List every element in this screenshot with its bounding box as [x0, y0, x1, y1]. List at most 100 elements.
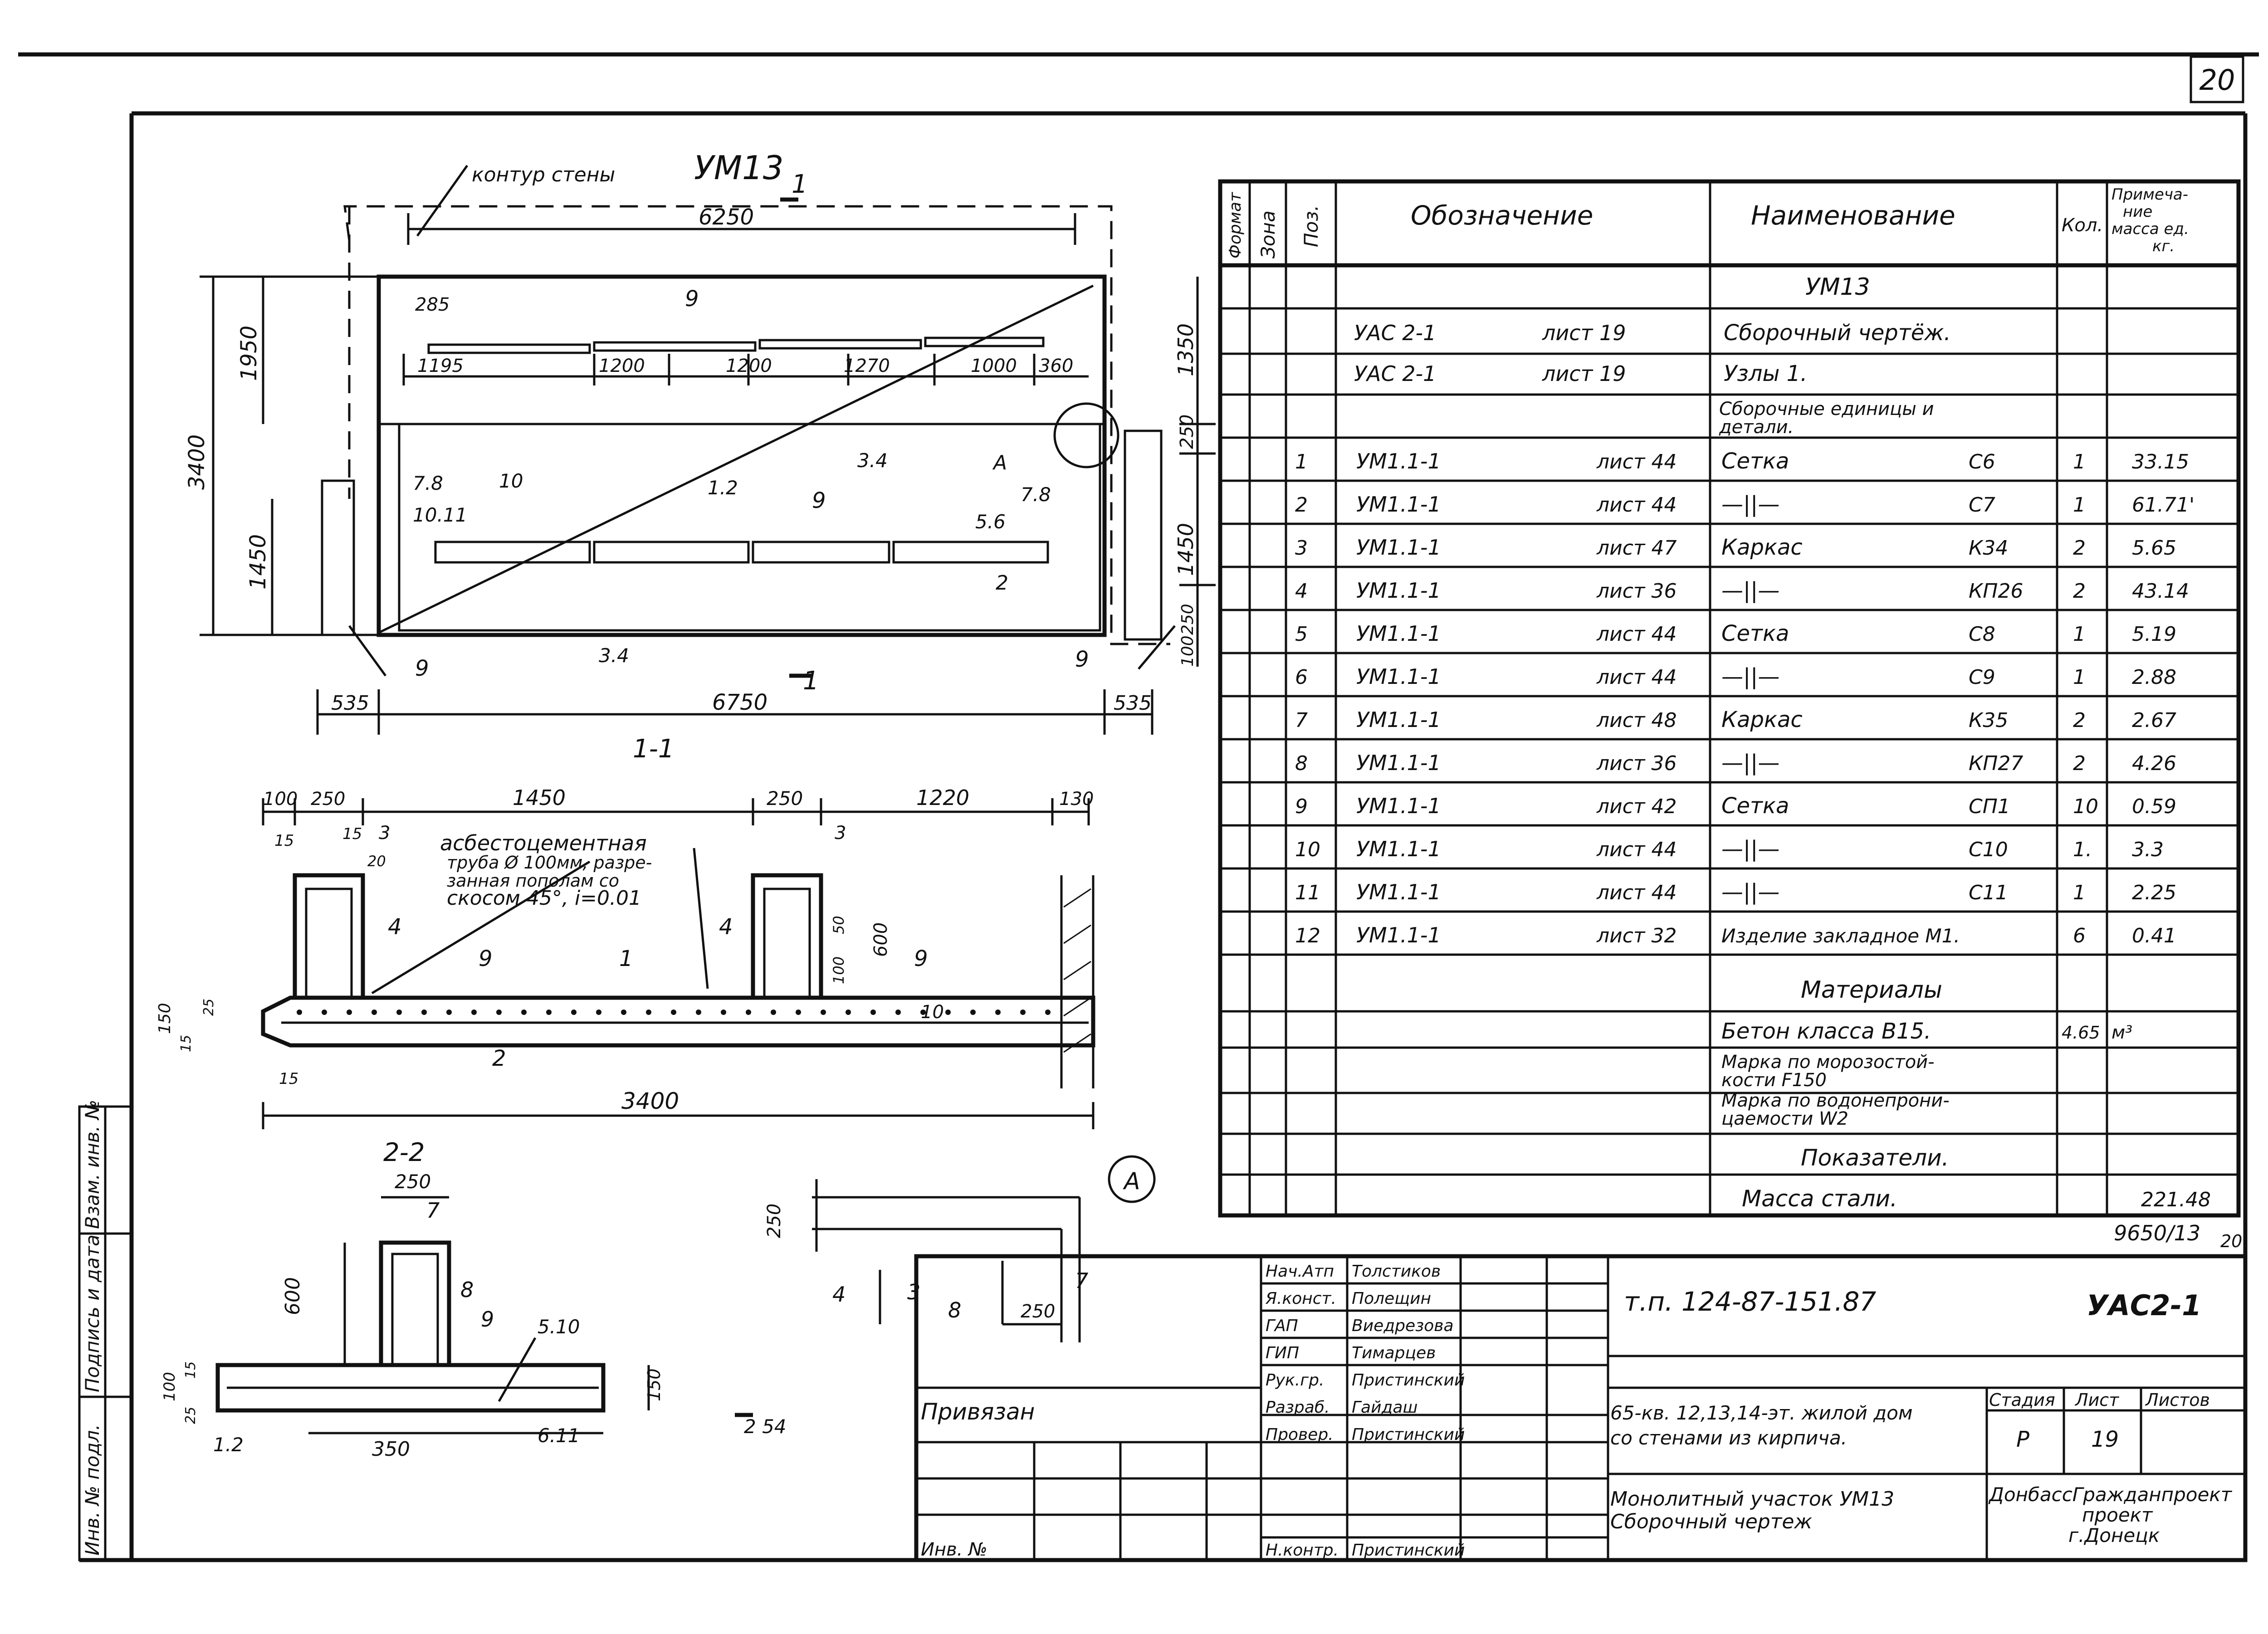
spec-table-grid — [1218, 179, 2241, 1218]
title-role: Я.конст. — [1265, 1289, 1336, 1308]
sec1-dim-1220: 1220 — [916, 785, 969, 810]
spec-row-mark: К34 — [1969, 537, 2008, 560]
sec1-label-9a: 9 — [479, 946, 493, 971]
frost-2: кости F150 — [1721, 1070, 1827, 1091]
plan-grid-5: 1000 — [971, 356, 1017, 376]
plan-label-78a: 7.8 — [413, 472, 443, 494]
spec-row-mass: 2.25 — [2132, 881, 2176, 904]
spec-row-designation: УМ1.1-1 — [1356, 621, 1441, 646]
sheets-label: Листов — [2145, 1390, 2210, 1410]
drawing-1: Монолитный участок УМ13 — [1610, 1488, 1894, 1511]
spec-row-sheet: лист 48 — [1596, 709, 1677, 732]
concrete-qty: 4.65 — [2062, 1023, 2100, 1043]
sec1-label-9b: 9 — [914, 946, 928, 971]
spec-row-mass: 0.59 — [2132, 795, 2176, 818]
rebar-dot — [796, 1010, 801, 1015]
water-1: Марка по водонепрони- — [1721, 1090, 1950, 1111]
spec-row-designation: УМ1.1-1 — [1356, 923, 1441, 947]
concrete-label: Бетон класса В15. — [1721, 1019, 1931, 1044]
plan-grid-1: 1195 — [417, 356, 464, 376]
section-1-1 — [261, 798, 1095, 1129]
spec-row-designation: УМ1.1-1 — [1356, 664, 1441, 689]
sec1-label-2: 2 — [492, 1046, 506, 1071]
rebar-dot — [895, 1010, 901, 1015]
plan-dim-left-total: 3400 — [184, 434, 210, 490]
spec-row-name: Изделие закладное М1. — [1721, 925, 1960, 947]
spec-row-pos: 1 — [1295, 450, 1308, 473]
title-name: Пристинский — [1352, 1371, 1465, 1390]
spec-row-name: Сетка — [1721, 793, 1789, 819]
spec-row-mark: С10 — [1969, 838, 2008, 861]
steel-mass-value: 221.48 — [2141, 1188, 2211, 1211]
sheet-number: 20 — [2200, 63, 2235, 97]
spec-row-qty: 10 — [2073, 795, 2098, 818]
building-2: со стенами из кирпича. — [1610, 1427, 1847, 1449]
spec-row-name: Сетка — [1721, 449, 1789, 474]
spec-row-qty: 1 — [2073, 666, 2086, 689]
plan-label-34b: 3.4 — [599, 644, 629, 667]
spec-row-sheet: лист 36 — [1596, 752, 1677, 775]
plan-title: УМ13 — [694, 149, 784, 187]
pipe-note-4: скосом 45°, i=0.01 — [447, 887, 641, 910]
spec-row-name: Каркас — [1721, 535, 1803, 560]
rebar-dot — [771, 1010, 776, 1015]
spec-row-mass: 43.14 — [2132, 580, 2189, 603]
norm-control-role: Н.контр. — [1266, 1541, 1339, 1560]
rebar-dot — [297, 1010, 302, 1015]
drawing-2: Сборочный чертеж — [1610, 1510, 1812, 1533]
spec-row-designation: УМ1.1-1 — [1356, 492, 1441, 517]
spec-row-mass: 61.71' — [2132, 493, 2195, 517]
spec-row-qty: 2 — [2073, 537, 2086, 560]
section-mark-bottom: 1 — [803, 666, 819, 696]
sec1-dim-15a: 15 — [274, 832, 294, 850]
water-2: цаемости W2 — [1721, 1108, 1848, 1129]
section-mark-top: 1 — [792, 170, 808, 199]
spec-row-mass: 3.3 — [2132, 838, 2164, 861]
steel-mass-label: Масса стали. — [1742, 1185, 1897, 1212]
side-inv-sub-label: Инв. № подл. — [81, 1424, 103, 1556]
spec-row-qty: 1 — [2073, 493, 2086, 517]
spec-row-pos: 8 — [1295, 752, 1308, 775]
spec-row-sheet: лист 44 — [1596, 450, 1677, 473]
spec-row-designation: УМ1.1-1 — [1356, 794, 1441, 818]
sec1-label-10: 10 — [921, 1002, 944, 1023]
plan-label-9c: 9 — [415, 656, 429, 681]
sec1-dim-3a: 3 — [379, 823, 390, 844]
th-note-1: Примеча- — [2112, 185, 2188, 204]
sec1-dim-15b: 15 — [342, 825, 362, 843]
sec2-label-510: 5.10 — [538, 1316, 580, 1338]
spec-row-mark: К35 — [1969, 709, 2008, 732]
sec2-arrow-note: 2 54 — [744, 1415, 787, 1438]
pipe-note-3: занная пополам со — [447, 871, 619, 891]
norm-control-name: Пристинский — [1352, 1541, 1465, 1560]
plan-dim-left-lower: 1450 — [245, 534, 271, 590]
rebar-dot — [870, 1010, 876, 1015]
node-a-dim-250a: 250 — [764, 1204, 785, 1238]
node-a-label-7: 7 — [1075, 1268, 1088, 1293]
frost-1: Марка по морозостой- — [1721, 1052, 1935, 1073]
rebar-dot — [471, 1010, 477, 1015]
spec-row-qty: 6 — [2073, 924, 2086, 947]
spec-row-name: Сетка — [1721, 621, 1789, 646]
plan-label-34a: 3.4 — [857, 449, 888, 472]
rebar-dot — [671, 1010, 676, 1015]
stage-label: Стадия — [1989, 1390, 2055, 1410]
spec-row-mark: КП27 — [1969, 752, 2023, 775]
sec1-dim-250a: 250 — [311, 789, 345, 810]
title-name: Толстиков — [1352, 1262, 1441, 1281]
sec2-label-8: 8 — [460, 1278, 474, 1302]
spec-row-qty: 2 — [2073, 580, 2086, 603]
spec-row-name: —||— — [1721, 664, 1779, 689]
plan-dim-right-bottom-b: 100 — [1178, 635, 1197, 667]
rebar-dot — [846, 1010, 851, 1015]
pipe-note-2: труба Ø 100мм, разре- — [447, 853, 652, 873]
plan-label-9b: 9 — [812, 488, 826, 513]
sheet-frame — [18, 52, 2259, 1562]
rebar-dot — [521, 1010, 527, 1015]
sec1-dim-20: 20 — [367, 853, 386, 870]
spec-row-designation: УМ1.1-1 — [1356, 535, 1441, 560]
rebar-dot — [571, 1010, 577, 1015]
spec-row-sheet: лист 44 — [1596, 881, 1677, 904]
spec-row-pos: 12 — [1295, 924, 1320, 947]
